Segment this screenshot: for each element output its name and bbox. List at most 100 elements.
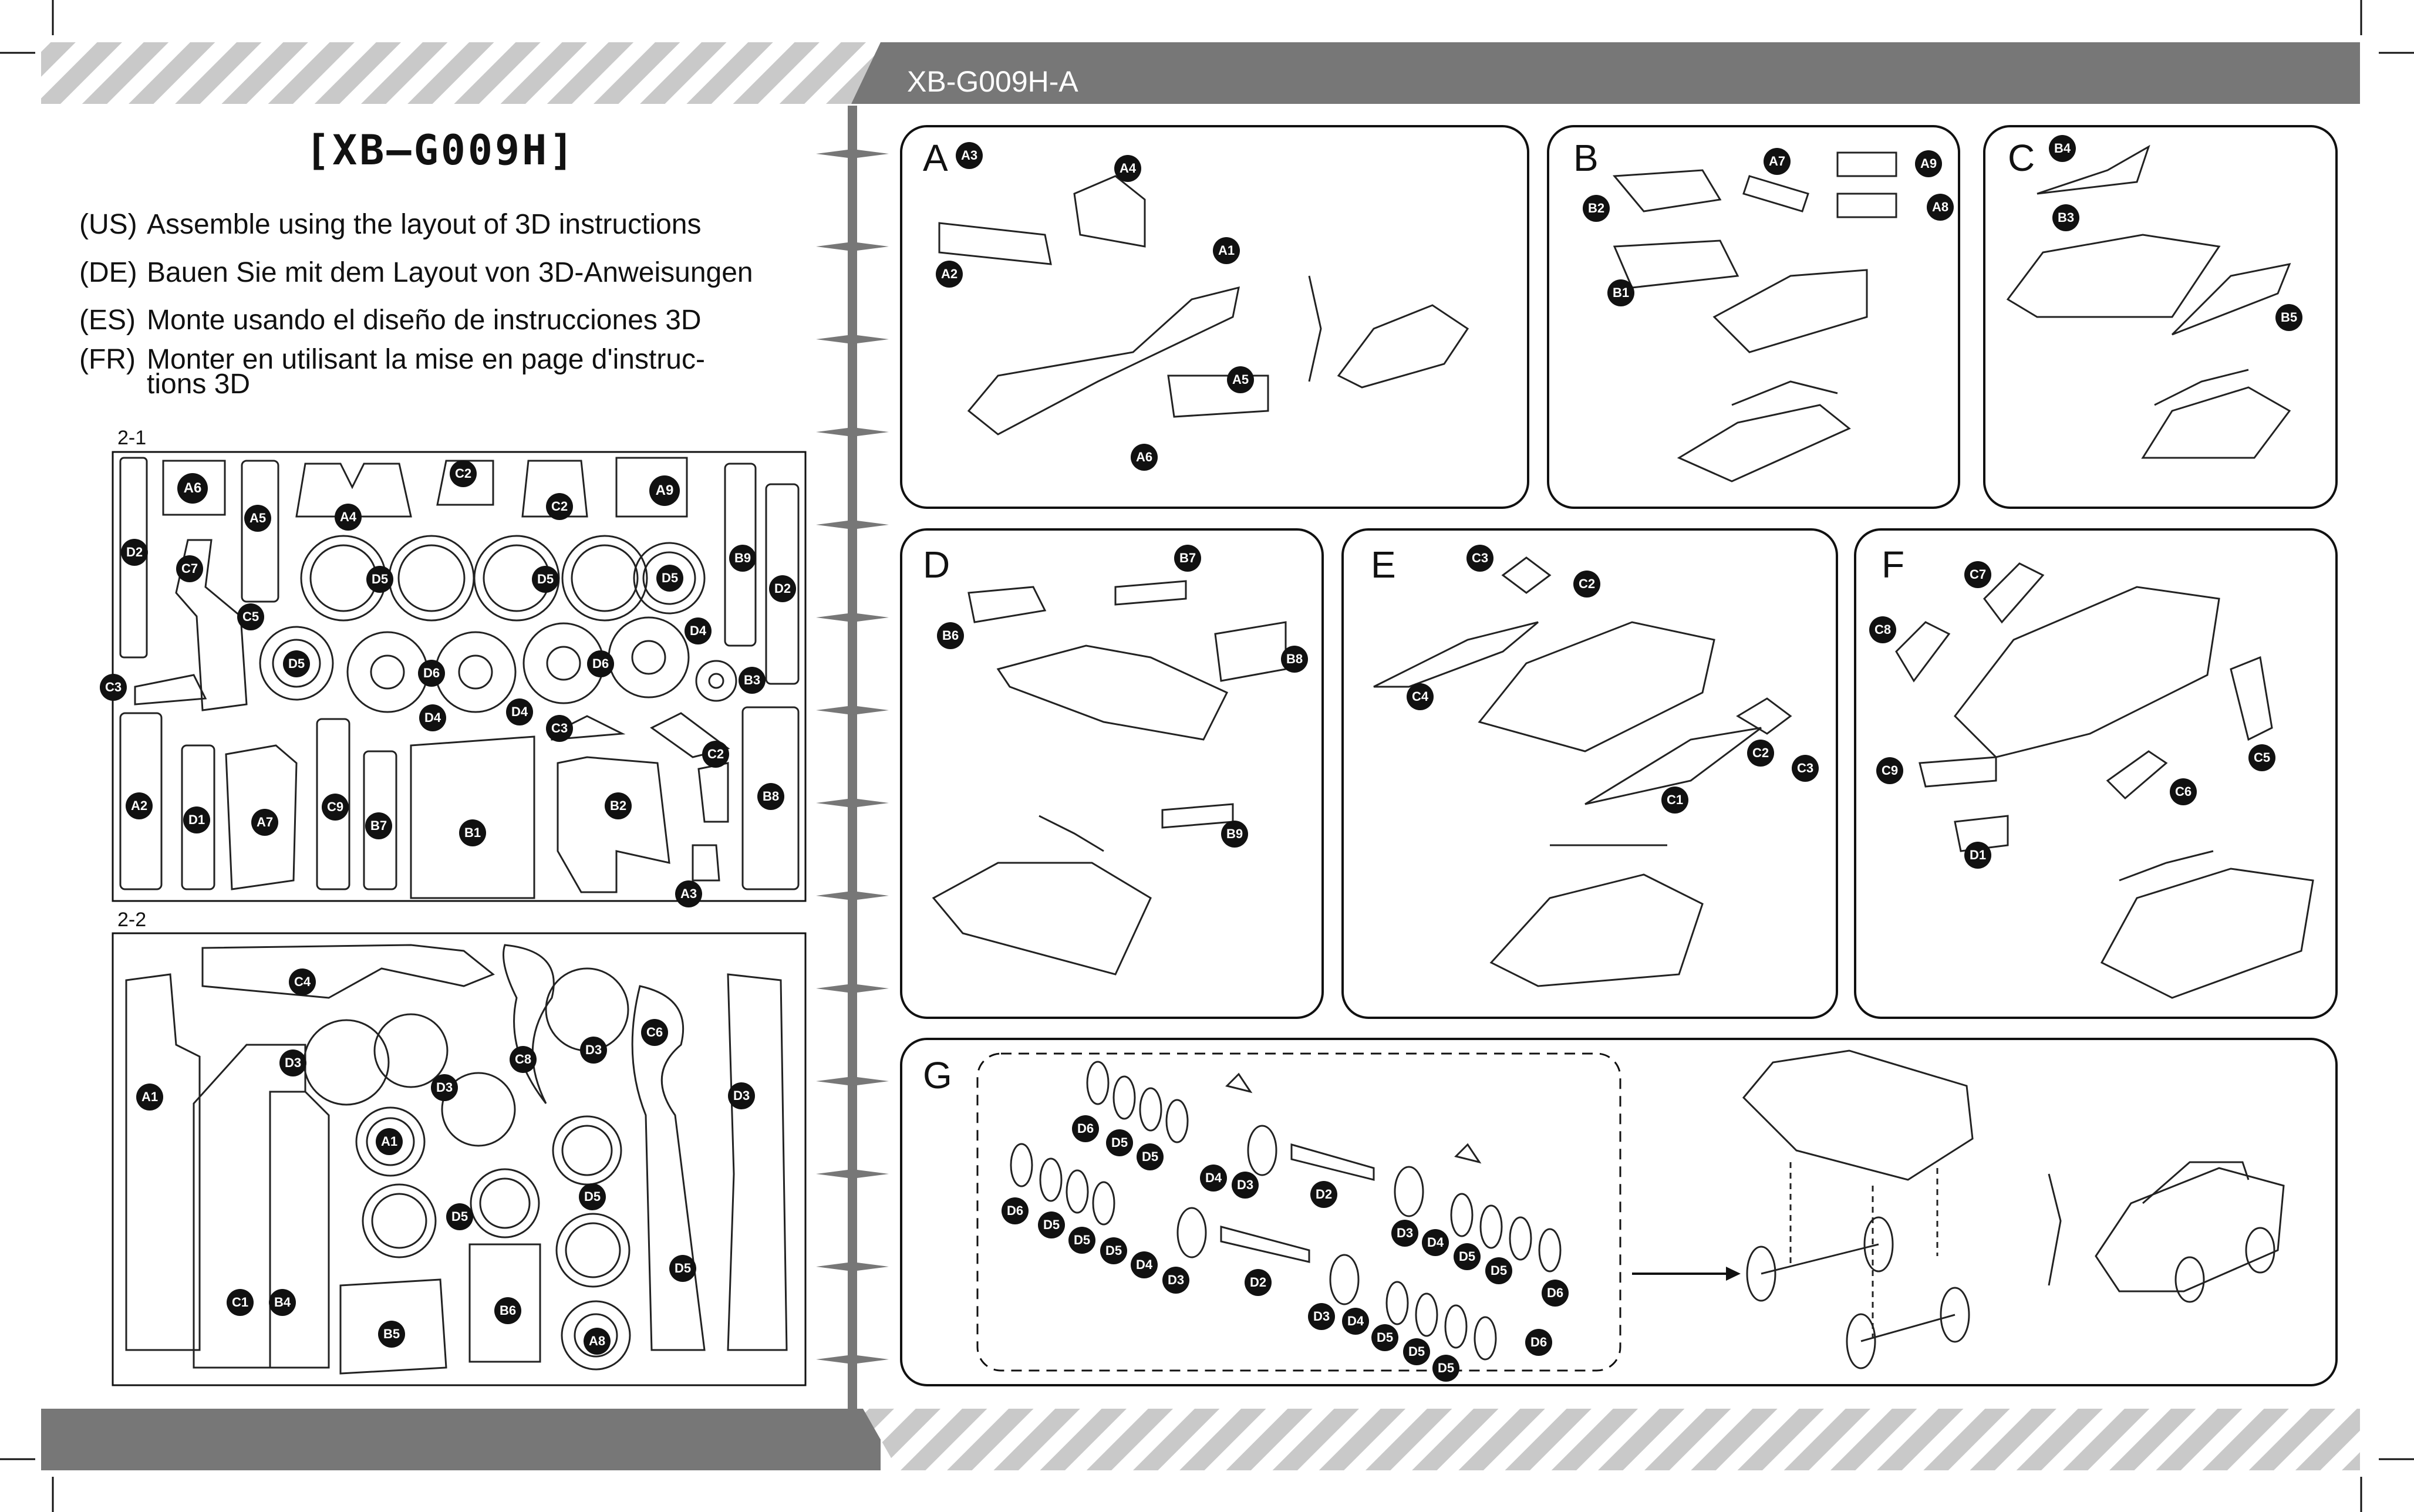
part-label: D4	[1342, 1308, 1369, 1335]
part-label: C9	[1876, 757, 1903, 784]
lang-code: (DE)	[79, 257, 137, 288]
part-label: C3	[100, 674, 127, 701]
part-label: B8	[757, 783, 784, 810]
part-label: C2	[1747, 740, 1774, 767]
part-label: A6	[1131, 444, 1158, 471]
part-label: B2	[1583, 195, 1610, 222]
part-label: D4	[506, 698, 533, 725]
lang-code: (US)	[79, 209, 137, 240]
part-label: A2	[126, 792, 153, 819]
part-label: D4	[1422, 1229, 1449, 1256]
part-label: A9	[649, 475, 680, 506]
part-label: D5	[1403, 1338, 1430, 1365]
part-label: C3	[1466, 545, 1493, 572]
step-letter: B	[1573, 137, 1599, 179]
part-label: D4	[685, 617, 712, 644]
step-letter: F	[1882, 544, 1905, 586]
part-label: A7	[1764, 148, 1791, 175]
assembly-sketches	[932, 144, 2314, 1369]
step-letter: A	[923, 137, 948, 179]
part-label: D1	[1964, 842, 1991, 869]
part-label: B6	[937, 622, 964, 649]
part-label: B4	[269, 1289, 296, 1316]
part-label: D4	[419, 704, 446, 731]
model-title: [XB—G009H]	[305, 126, 576, 174]
part-label: C5	[2248, 744, 2275, 771]
part-label: D6	[587, 650, 614, 677]
part-label: C5	[237, 603, 264, 630]
part-label: D5	[579, 1183, 606, 1210]
part-label: A8	[584, 1328, 611, 1355]
part-label: D5	[656, 565, 683, 592]
part-label: D2	[121, 539, 148, 566]
part-label: D6	[1072, 1115, 1099, 1142]
part-label: D5	[1100, 1237, 1127, 1264]
lang-code: (FR)	[79, 344, 136, 375]
part-label: A6	[177, 473, 208, 504]
part-label: B9	[1221, 821, 1248, 848]
part-label: D2	[1245, 1269, 1272, 1296]
part-label: B5	[2275, 304, 2302, 331]
part-label: B2	[605, 792, 632, 819]
part-label: A1	[136, 1084, 163, 1111]
part-label: C3	[546, 715, 573, 742]
part-label: D3	[1391, 1220, 1418, 1247]
part-label: D4	[1131, 1251, 1158, 1278]
part-label: B3	[2052, 204, 2079, 231]
part-label: A3	[675, 880, 702, 907]
part-label: D2	[1310, 1181, 1337, 1208]
part-label: C2	[450, 460, 477, 487]
part-label: B5	[378, 1321, 405, 1348]
part-label: D6	[1002, 1197, 1029, 1224]
part-label: D3	[1308, 1303, 1335, 1330]
instruction-text: Monte usando el diseño de instrucciones …	[147, 305, 702, 336]
step-letter: D	[923, 544, 950, 586]
instruction-de: (DE) Bauen Sie mit dem Layout von 3D-Anwe…	[79, 256, 753, 289]
part-label: C9	[322, 794, 349, 821]
part-label: C4	[1407, 683, 1434, 710]
instruction-es: (ES) Monte usando el diseño de instruccio…	[79, 304, 702, 336]
part-label: D6	[418, 660, 445, 687]
part-label: D5	[1106, 1129, 1133, 1156]
part-label: B1	[1607, 279, 1634, 306]
part-label: C7	[1964, 561, 1991, 588]
step-letter: E	[1371, 544, 1396, 586]
part-label: B4	[2049, 135, 2076, 162]
part-label: B7	[365, 812, 392, 839]
part-label: D3	[728, 1082, 755, 1109]
part-label: B8	[1281, 646, 1308, 673]
part-label: A7	[251, 809, 278, 836]
part-label: D4	[1200, 1165, 1227, 1192]
part-label: D5	[1371, 1324, 1398, 1351]
instruction-text-continued: tions 3D	[147, 369, 251, 400]
part-label: D5	[1068, 1227, 1095, 1254]
part-label: C7	[176, 555, 203, 582]
part-label: C1	[227, 1289, 254, 1316]
part-label: B6	[494, 1297, 521, 1324]
part-label: C8	[1869, 616, 1896, 643]
part-label: A4	[335, 504, 362, 531]
instruction-text: Monter en utilisant la mise en page d'in…	[147, 344, 705, 375]
part-label: D3	[1232, 1172, 1259, 1199]
step-letter: G	[923, 1054, 952, 1096]
part-label: C3	[1792, 755, 1819, 782]
part-label: B1	[459, 819, 486, 846]
part-label: C6	[2170, 778, 2197, 805]
part-label: D3	[1162, 1267, 1189, 1294]
instruction-fr: (FR) Monter en utilisant la mise en page …	[79, 344, 705, 400]
part-label: D3	[580, 1037, 607, 1064]
part-label: B7	[1174, 545, 1201, 572]
part-label: D3	[431, 1074, 458, 1101]
instruction-text: Bauen Sie mit dem Layout von 3D-Anweisun…	[147, 257, 753, 288]
part-label: D2	[769, 575, 796, 602]
lang-code: (ES)	[79, 305, 136, 336]
part-label: D5	[283, 650, 310, 677]
part-label: D5	[532, 566, 559, 593]
part-label: D5	[1038, 1211, 1065, 1238]
part-label: C1	[1661, 787, 1688, 814]
part-label: A1	[376, 1128, 403, 1155]
instruction-text: Assemble using the layout of 3D instruct…	[147, 209, 702, 240]
sheet-label: 2-2	[117, 909, 147, 931]
